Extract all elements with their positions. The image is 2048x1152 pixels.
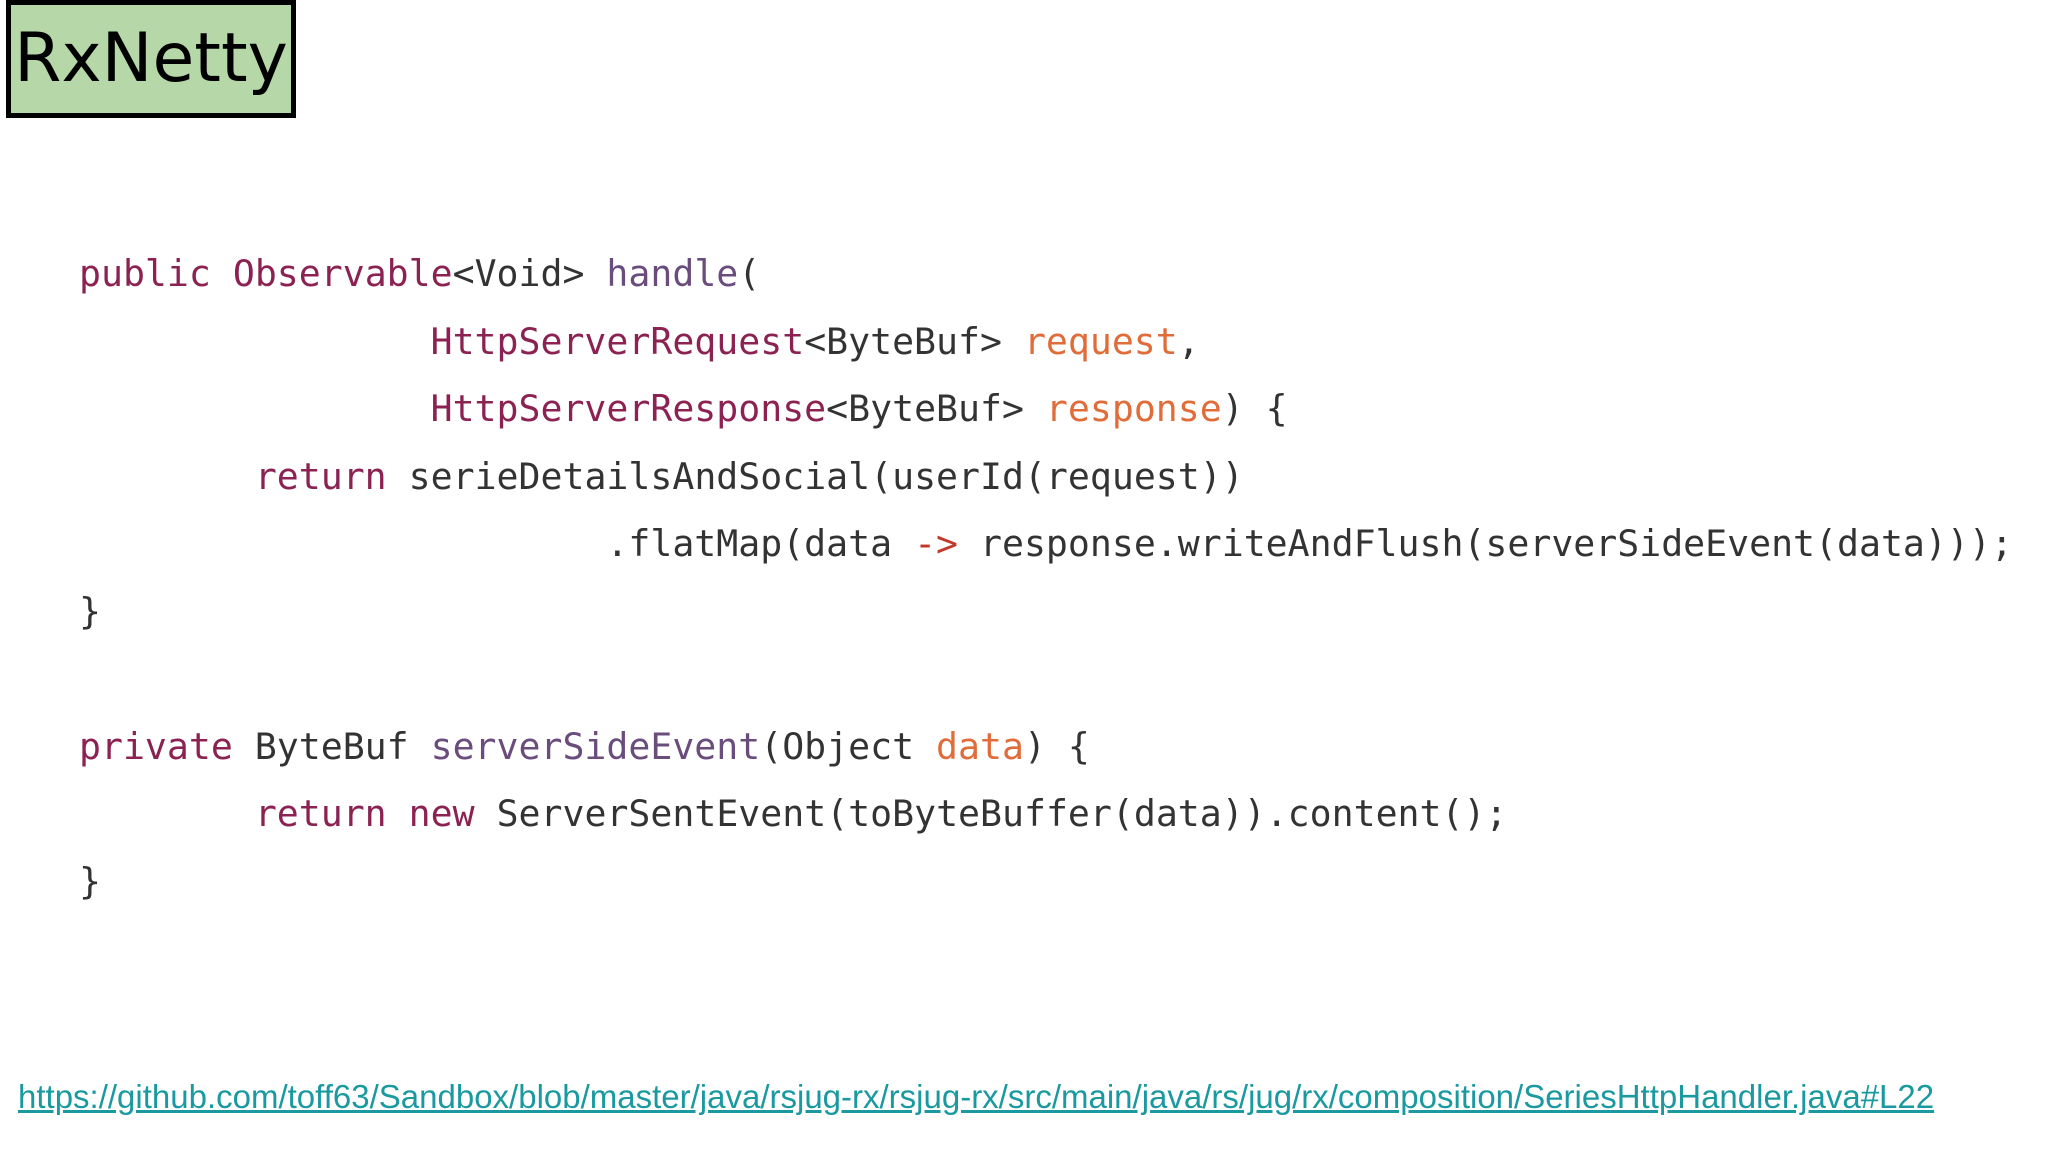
code-token: private (79, 724, 233, 768)
code-token: ( (738, 252, 761, 295)
code-token: ) { (1023, 724, 1090, 768)
source-link[interactable]: https://github.com/toff63/Sandbox/blob/m… (18, 1078, 1935, 1115)
code-token (79, 522, 606, 565)
code-token: } (79, 859, 101, 903)
code-token: new (408, 792, 475, 835)
code-token: -> (914, 522, 959, 565)
code-line: .flatMap(data -> response.writeAndFlush(… (79, 510, 2013, 578)
code-token: <ByteBuf> (826, 387, 1046, 430)
code-token: serverSideEvent (430, 724, 761, 768)
code-token (79, 792, 255, 835)
code-token (79, 455, 255, 498)
code-line: private ByteBuf serverSideEvent(Object d… (79, 713, 2013, 781)
code-token (211, 252, 233, 295)
code-line (79, 645, 2013, 713)
code-token (79, 387, 431, 430)
code-token: return (254, 792, 387, 835)
code-line: public Observable<Void> handle( (79, 240, 2013, 308)
code-token: public (79, 252, 211, 295)
code-token (387, 792, 409, 835)
code-token: .flatMap(data (606, 522, 915, 565)
code-token: request (1023, 319, 1178, 363)
code-line: return serieDetailsAndSocial(userId(requ… (79, 443, 2013, 511)
code-token: <ByteBuf> (804, 319, 1024, 363)
code-token: ) { (1221, 387, 1288, 430)
code-line: return new ServerSentEvent(toByteBuffer(… (79, 780, 2013, 848)
code-token (79, 320, 431, 363)
code-line: } (79, 848, 2013, 916)
slide-title: RxNetty (14, 19, 288, 98)
code-token: <Void> (452, 252, 607, 295)
code-token: handle (606, 252, 739, 295)
code-token: } (79, 589, 101, 633)
code-token: serieDetailsAndSocial(userId(request)) (386, 454, 1244, 498)
code-token: HttpServerResponse (430, 387, 827, 430)
code-token: , (1177, 319, 1200, 363)
code-line: HttpServerRequest<ByteBuf> request, (79, 308, 2013, 376)
code-block: public Observable<Void> handle( HttpServ… (79, 240, 2013, 915)
code-token: return (254, 454, 387, 498)
code-token: Observable (232, 252, 453, 295)
slide-title-box: RxNetty (6, 0, 296, 118)
code-token: response.writeAndFlush(serverSideEvent(d… (958, 522, 2013, 565)
code-token: data (936, 724, 1024, 768)
code-token: ServerSentEvent(toByteBuffer(data)).cont… (474, 792, 1508, 835)
code-token: ByteBuf (232, 724, 431, 768)
code-token: (Object (760, 724, 937, 768)
code-token: response (1045, 387, 1222, 430)
code-line: } (79, 578, 2013, 646)
code-token: HttpServerRequest (430, 319, 805, 363)
code-line: HttpServerResponse<ByteBuf> response) { (79, 375, 2013, 443)
